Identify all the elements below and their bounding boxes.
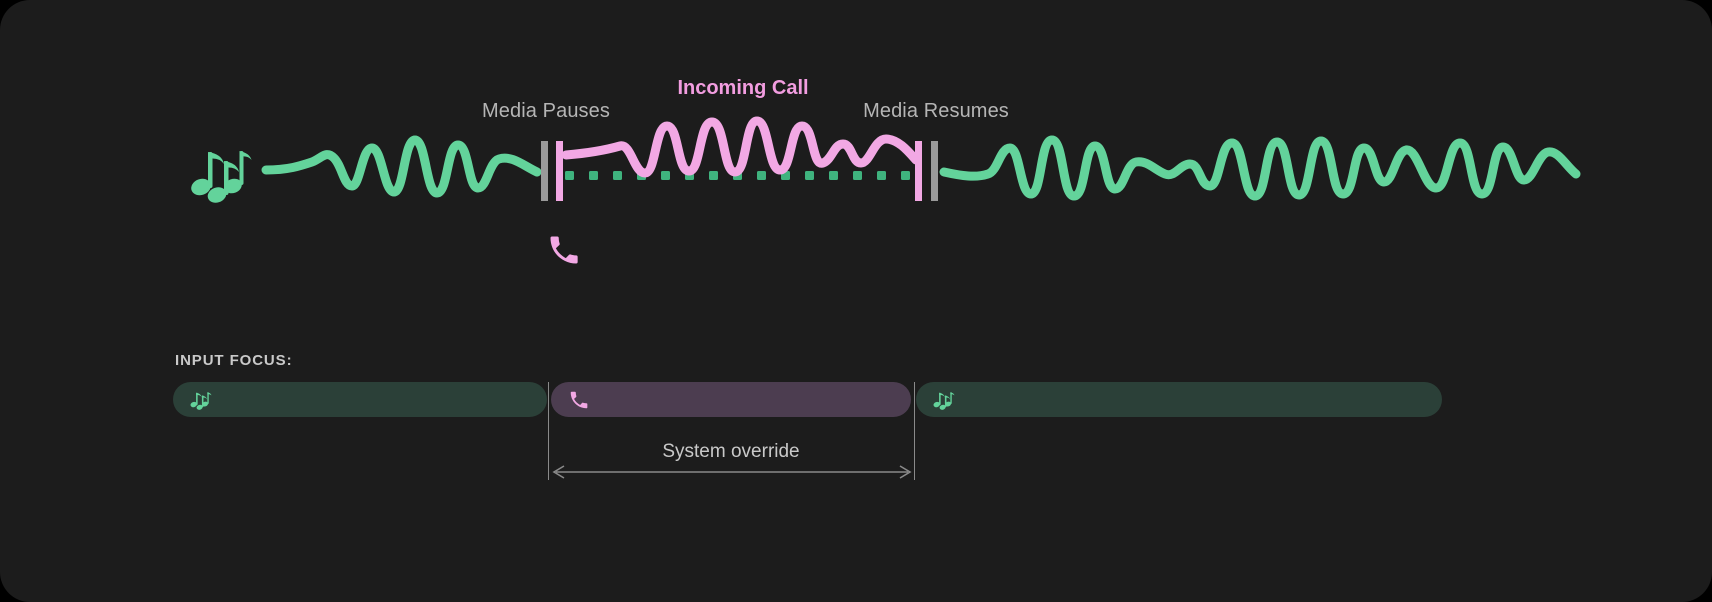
waveform-media-before xyxy=(261,135,542,198)
focus-bar-call[interactable] xyxy=(551,382,911,417)
music-note-icon xyxy=(190,390,212,410)
override-guide-line-left xyxy=(548,382,549,480)
waveform-incoming-call xyxy=(561,116,921,178)
label-media-pauses: Media Pauses xyxy=(482,100,610,122)
marker-pause-accent xyxy=(556,141,563,201)
phone-icon xyxy=(546,232,582,273)
label-incoming-call: Incoming Call xyxy=(677,77,809,99)
marker-resume-gray xyxy=(931,141,938,201)
focus-bar-media-left[interactable] xyxy=(173,382,547,417)
input-focus-heading: INPUT FOCUS: xyxy=(175,352,293,369)
marker-pause-gray xyxy=(541,141,548,201)
music-note-icon xyxy=(933,390,955,410)
audio-timeline-graphic xyxy=(261,116,1581,201)
system-override-label: System override xyxy=(662,441,800,462)
label-media-resumes: Media Resumes xyxy=(863,100,1009,122)
override-guide-line-right xyxy=(914,382,915,480)
system-override-arrow xyxy=(552,465,912,479)
waveform-media-after xyxy=(939,135,1581,201)
focus-bar-media-right[interactable] xyxy=(916,382,1442,417)
phone-icon xyxy=(568,389,590,411)
marker-resume-accent xyxy=(915,141,922,201)
music-note-icon xyxy=(190,145,252,208)
